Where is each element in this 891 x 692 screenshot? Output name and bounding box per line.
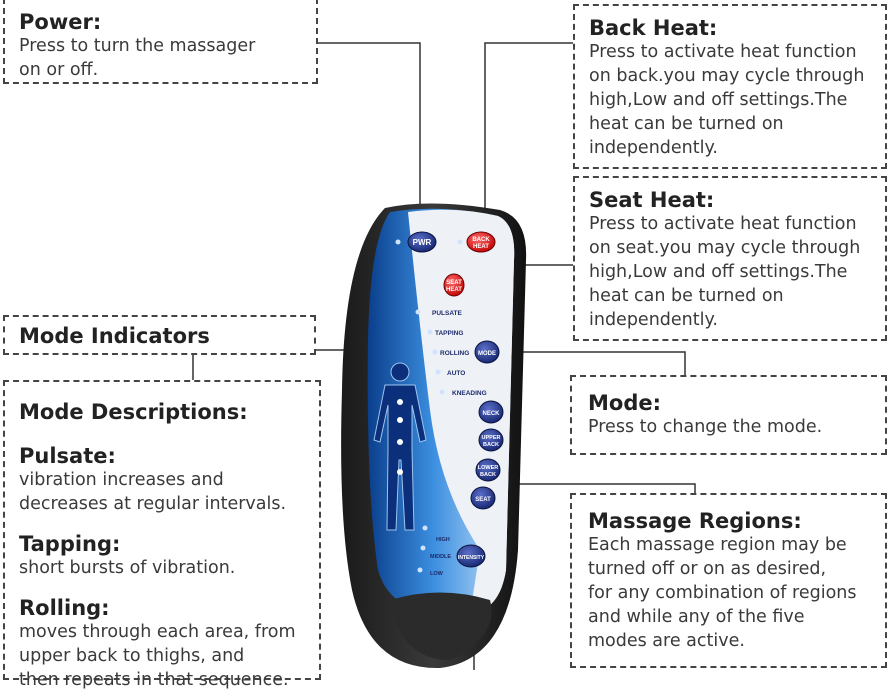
back-heat-text-1: Press to activate heat function <box>589 42 857 62</box>
svg-text:UPPER: UPPER <box>482 435 501 441</box>
seat-heat-text-2: on seat.you may cycle through <box>589 238 861 258</box>
power-callout: Power: Press to turn the massager on or … <box>3 0 318 84</box>
seat-heat-text-5: independently. <box>589 310 718 330</box>
massage-regions-text-1: Each massage region may be <box>588 535 847 555</box>
lower-back-button[interactable]: LOWER BACK <box>475 458 501 482</box>
massage-regions-text-4: and while any of the five <box>588 607 805 627</box>
intensity-label-high: HIGH <box>436 537 450 543</box>
remote-grip <box>390 592 492 660</box>
seat-heat-callout: Seat Heat: Press to activate heat functi… <box>573 176 887 341</box>
svg-text:INTENSITY: INTENSITY <box>458 555 485 561</box>
intensity-label-low: LOW <box>430 571 444 577</box>
remote-control: PWR BACK HEAT SEAT HEAT PULSATE TAPPING … <box>341 203 527 669</box>
body-figure-icon <box>373 362 427 531</box>
seat-heat-text-4: heat can be turned on <box>589 286 784 306</box>
massage-regions-text-2: turned off or on as desired, <box>588 559 827 579</box>
mode-label-tapping: TAPPING <box>435 330 463 337</box>
svg-text:LOWER: LOWER <box>478 465 498 471</box>
mode-button[interactable]: MODE <box>474 340 500 364</box>
neck-button[interactable]: NECK <box>478 400 504 424</box>
massage-regions-title: Massage Regions: <box>588 509 802 533</box>
intensity-button[interactable]: INTENSITY <box>456 544 486 568</box>
svg-text:BACK: BACK <box>472 237 490 243</box>
back-heat-callout: Back Heat: Press to activate heat functi… <box>573 4 887 169</box>
pulsate-title: Pulsate: <box>19 444 116 468</box>
svg-text:BACK: BACK <box>483 442 499 448</box>
pulsate-text-2: decreases at regular intervals. <box>19 494 287 514</box>
svg-text:SEAT: SEAT <box>446 280 462 286</box>
intensity-label-middle: MIDDLE <box>430 554 451 560</box>
pulsate-text-1: vibration increases and <box>19 470 224 490</box>
back-heat-button[interactable]: BACK HEAT <box>466 231 496 253</box>
mode-text-1: Press to change the mode. <box>588 417 823 437</box>
svg-text:NECK: NECK <box>482 411 500 417</box>
back-heat-text-2: on back.you may cycle through <box>589 66 865 86</box>
back-heat-text-5: independently. <box>589 138 718 158</box>
rolling-title: Rolling: <box>19 596 110 620</box>
power-leader <box>318 42 421 232</box>
massage-regions-callout: Massage Regions: Each massage region may… <box>570 493 887 668</box>
svg-text:HEAT: HEAT <box>473 244 489 250</box>
seat-button[interactable]: SEAT <box>470 486 496 510</box>
back-heat-title: Back Heat: <box>589 16 718 40</box>
seat-heat-title: Seat Heat: <box>589 188 715 212</box>
pwr-button[interactable]: PWR <box>407 231 437 253</box>
massage-regions-text-3: for any combination of regions <box>588 583 857 603</box>
svg-text:BACK: BACK <box>480 472 496 478</box>
mode-indicators-title: Mode Indicators <box>19 324 210 348</box>
seat-heat-text-1: Press to activate heat function <box>589 214 857 234</box>
remote-label-panel <box>408 209 515 614</box>
tapping-title: Tapping: <box>19 532 121 556</box>
svg-text:MODE: MODE <box>478 351 496 357</box>
back-heat-text-3: high,Low and off settings.The <box>589 90 848 110</box>
back-heat-text-4: heat can be turned on <box>589 114 784 134</box>
mode-descriptions-callout: Mode Descriptions: Pulsate: vibration in… <box>3 380 321 690</box>
mode-label-pulsate: PULSATE <box>432 310 463 317</box>
power-text-2: on or off. <box>19 60 99 80</box>
rolling-text-2: upper back to thighs, and <box>19 646 245 666</box>
tapping-text-1: short bursts of vibration. <box>19 558 236 578</box>
rolling-text-3: then repeats in that sequence. <box>19 670 289 690</box>
upper-back-button[interactable]: UPPER BACK <box>478 428 504 452</box>
mode-leader <box>500 351 686 375</box>
svg-text:PWR: PWR <box>413 238 432 247</box>
mode-callout: Mode: Press to change the mode. <box>570 375 887 455</box>
rolling-text-1: moves through each area, from <box>19 622 296 642</box>
mode-label-auto: AUTO <box>447 370 465 377</box>
svg-text:HEAT: HEAT <box>446 287 462 293</box>
mode-descriptions-title: Mode Descriptions: <box>19 400 248 424</box>
massage-regions-text-5: modes are active. <box>588 631 745 651</box>
power-title: Power: <box>19 10 102 34</box>
svg-text:SEAT: SEAT <box>475 497 491 503</box>
back-heat-leader <box>484 42 573 232</box>
power-text-1: Press to turn the massager <box>19 36 256 56</box>
seat-heat-text-3: high,Low and off settings.The <box>589 262 848 282</box>
mode-indicators-callout: Mode Indicators <box>3 315 316 355</box>
mode-label-rolling: ROLLING <box>440 350 469 357</box>
mode-label-kneading: KNEADING <box>452 390 487 397</box>
mode-title: Mode: <box>588 391 661 415</box>
seat-heat-button[interactable]: SEAT HEAT <box>443 273 465 297</box>
